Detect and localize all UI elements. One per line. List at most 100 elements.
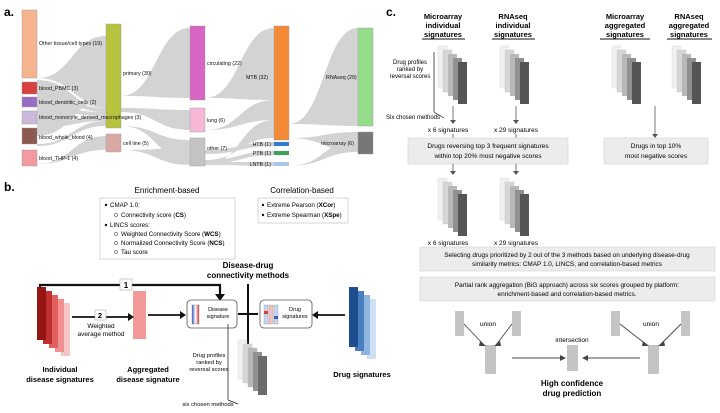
bar-rna-agg	[681, 311, 690, 336]
drug-sig-text-1: Drug	[289, 307, 301, 313]
node-mtb	[273, 25, 290, 141]
high-confidence-1: High confidence	[541, 379, 604, 388]
label-mdm: blood_monocyte_derived_macrophages (3)	[39, 115, 141, 121]
svg-text:Six chosen methods: Six chosen methods	[386, 115, 440, 121]
box-reversing-line-2: within top 20% most negative scores	[433, 153, 542, 160]
label-ptb: PTB (1)	[253, 151, 271, 157]
c-stack-rna-agg	[671, 45, 701, 104]
box-select	[419, 246, 716, 272]
b-profiles-2: ranked by	[196, 360, 222, 366]
box-top10	[603, 137, 709, 165]
step-2-label: 2	[98, 311, 102, 320]
svg-text:signatures: signatures	[670, 30, 708, 39]
c-stacks-top	[437, 45, 701, 104]
ncs-item: Normalized Connectivity Score (NCS)	[121, 240, 225, 247]
c-stack-micro-ind	[437, 45, 467, 104]
node-lung	[189, 107, 206, 133]
box-select-line-2: similarity metrics: CMAP 1.0, LINCS, and…	[472, 261, 662, 268]
flow-thp1-cellline	[37, 136, 106, 164]
svg-text:individual: individual	[425, 21, 460, 30]
svg-text:signatures: signatures	[606, 30, 644, 39]
svg-text:ranked by: ranked by	[397, 67, 423, 73]
bar-union-agg	[648, 345, 659, 374]
bar-intersection	[567, 345, 578, 371]
flow-other-ptb	[205, 151, 274, 164]
svg-text:aggregated: aggregated	[605, 21, 646, 30]
label-thp1: blood_THP-1 (4)	[39, 156, 78, 162]
label-dendritic: blood_dendritic_cells (2)	[39, 100, 97, 106]
flow-other-mtb	[205, 120, 274, 165]
box-top10-line-1: Drugs in top 10%	[631, 143, 682, 150]
flow-other-htb	[205, 142, 274, 154]
bar-rna-ind	[512, 311, 521, 336]
disease-sig-text-1: Disease	[208, 307, 228, 313]
b-profiles-3: reversal scores	[189, 367, 228, 373]
node-mdm	[21, 110, 38, 125]
enrichment-methods: Enrichment-based CMAP 1.0: Connectivity …	[99, 186, 236, 260]
flow-primary-lung	[121, 96, 190, 130]
flow-mdm-primary	[37, 114, 106, 128]
individual-label-2: disease signatures	[26, 375, 94, 384]
union-label-left: union	[480, 321, 496, 328]
node-htb	[274, 142, 289, 146]
flow-dc-primary	[37, 98, 106, 116]
disease-sig-text-2: signature	[207, 314, 230, 320]
xspe-item: Extreme Spearman (XSpe)	[267, 212, 342, 219]
wcs-item: Weighted Connectivity Score (WCS)	[121, 231, 221, 238]
svg-text:Drug profiles: Drug profiles	[393, 60, 427, 66]
c-stacks-middle	[437, 177, 529, 236]
label-cell-line: cell line (5)	[123, 141, 149, 147]
weighted-label-1: Weighted	[87, 323, 115, 330]
high-confidence-2: drug prediction	[543, 389, 602, 398]
bar-micro-ind	[455, 311, 464, 336]
flow-wb-primary	[37, 121, 106, 146]
node-circulating	[189, 25, 206, 101]
aggregated-label-1: Aggregated	[127, 365, 169, 374]
flow-primary-other	[121, 112, 190, 160]
c-x29-mid: x 29 signatures	[494, 240, 539, 247]
svg-text:individual: individual	[495, 21, 530, 30]
bar-union-ind	[485, 345, 496, 374]
node-primary	[105, 23, 122, 129]
c-stack-micro-agg	[611, 45, 641, 104]
label-microarray: microarray (6)	[321, 141, 354, 147]
enrichment-box	[99, 197, 236, 260]
tau-item: Tau score	[121, 249, 148, 256]
label-lung: lung (6)	[207, 118, 225, 124]
label-other: other (7)	[207, 146, 227, 152]
node-lntb	[274, 162, 289, 166]
c-stack-rna-mid	[499, 177, 529, 236]
node-cell-line	[105, 133, 122, 153]
node-other	[189, 137, 206, 167]
bar-micro-agg	[611, 311, 620, 336]
step-1-label: 1	[124, 281, 129, 290]
box-partial	[419, 276, 716, 302]
disease-signature-icon	[191, 304, 200, 325]
flow-minor-microarray	[289, 140, 358, 166]
sankey-nodes	[21, 9, 374, 167]
label-lntb: LNTB (1)	[250, 162, 272, 168]
c-x6-top: x 6 signatures	[428, 127, 469, 134]
aggregated-label-2: disease signature	[116, 375, 179, 384]
box-reversing	[407, 137, 569, 165]
cmap-item: CMAP 1.0:	[110, 202, 140, 209]
box-top10-line-2: most negative scores	[625, 153, 688, 160]
label-primary: primary (30)	[123, 71, 152, 77]
intersection-label: intersection	[555, 337, 589, 344]
node-ptb	[274, 151, 289, 155]
c-x6-mid: x 6 signatures	[428, 240, 469, 247]
svg-text:RNAseq: RNAseq	[674, 12, 704, 21]
drug-signature-stack	[349, 287, 376, 359]
svg-text:Microarray: Microarray	[606, 12, 645, 21]
label-rnaseq: RNAseq (29)	[326, 75, 357, 81]
svg-text:signatures: signatures	[494, 30, 532, 39]
flow-other-primary-b	[37, 78, 106, 136]
svg-text:RNAseq: RNAseq	[498, 12, 528, 21]
label-circulating: circulating (22)	[207, 61, 242, 67]
box-partial-line-2: enrichment-based and correlation-based m…	[498, 291, 637, 298]
correlation-title: Correlation-based	[270, 186, 334, 195]
cs-item: Connectivity score (CS)	[121, 212, 186, 219]
flow-other-primary	[37, 12, 106, 105]
flow-mtb-rnaseq	[289, 26, 358, 126]
